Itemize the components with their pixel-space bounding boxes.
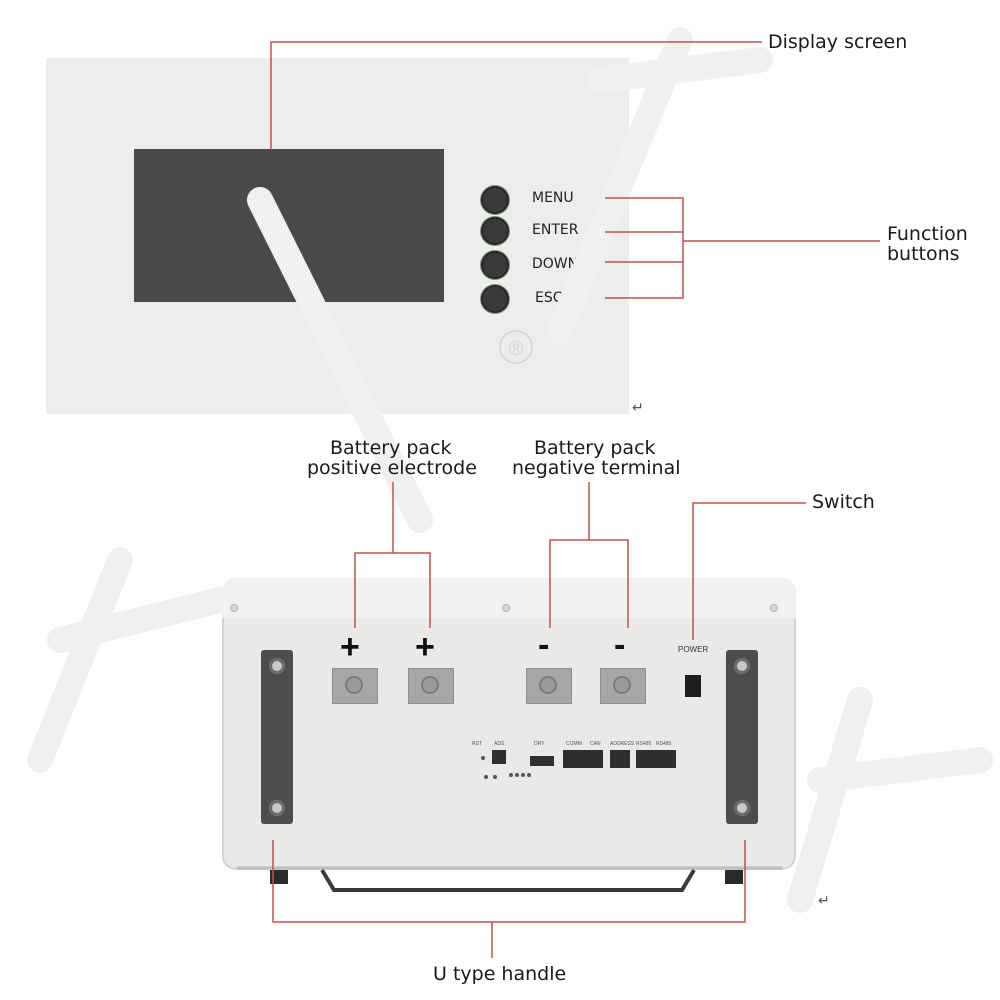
registered-mark-icon: ® [499, 330, 533, 364]
down-button[interactable] [481, 251, 509, 279]
esc-button[interactable] [481, 285, 509, 313]
negative-terminal-callout-line1: Battery pack [534, 437, 656, 459]
negative-terminal-2[interactable] [600, 668, 646, 704]
positive-sign-1: + [340, 628, 360, 666]
port-label: DRY [534, 741, 545, 747]
screw-icon [230, 604, 238, 612]
positive-sign-2: + [415, 628, 435, 666]
rs485-port[interactable] [636, 750, 676, 768]
handle-hole-icon [734, 800, 750, 816]
menu-button[interactable] [481, 186, 509, 214]
down-button-label: DOWN [532, 256, 579, 272]
right-handle[interactable] [726, 650, 758, 824]
u-handle-callout: U type handle [433, 963, 567, 985]
negative-terminal-callout-line2: negative terminal [512, 457, 681, 479]
enter-button-label: ENTER [532, 222, 579, 238]
power-switch[interactable] [685, 675, 701, 697]
positive-electrode-callout-line2: positive electrode [307, 457, 477, 479]
left-handle[interactable] [261, 650, 293, 824]
esc-button-label: ESC [535, 290, 563, 306]
enter-button[interactable] [481, 217, 509, 245]
switch-callout: Switch [812, 491, 875, 513]
power-label: POWER [678, 645, 709, 654]
comm-can-port[interactable] [563, 750, 603, 768]
screw-icon [502, 604, 510, 612]
positive-electrode-callout-line1: Battery pack [330, 437, 452, 459]
return-arrow-icon: ↵ [818, 892, 830, 908]
display-screen-callout: Display screen [768, 31, 908, 53]
negative-sign-1: - [538, 626, 550, 664]
handle-hole-icon [734, 658, 750, 674]
function-buttons-callout-line1: Function [887, 223, 968, 245]
port-label: ADS [494, 741, 505, 747]
indicator-led-icon [493, 775, 497, 779]
port-label: RST [472, 741, 482, 747]
negative-sign-2: - [614, 626, 626, 664]
function-buttons-callout-line2: buttons [887, 243, 960, 265]
indicator-led-icon [521, 773, 525, 777]
handle-hole-icon [269, 658, 285, 674]
address-port[interactable] [610, 750, 630, 768]
indicator-led-icon [515, 773, 519, 777]
dry-contact-port[interactable] [530, 756, 554, 766]
positive-terminal-2[interactable] [408, 668, 454, 704]
positive-terminal-1[interactable] [332, 668, 378, 704]
return-arrow-icon: ↵ [632, 399, 644, 415]
dip-switch-port[interactable] [492, 750, 506, 764]
indicator-led-icon [481, 756, 485, 760]
port-label: ADDRESS [610, 741, 635, 747]
port-label: CAN [590, 741, 601, 747]
port-label: RS485 [656, 741, 672, 747]
port-label: COMM [566, 741, 582, 747]
indicator-led-icon [484, 775, 488, 779]
handle-hole-icon [269, 800, 285, 816]
indicator-led-icon [527, 773, 531, 777]
negative-terminal-1[interactable] [526, 668, 572, 704]
port-label: RS485 [636, 741, 652, 747]
indicator-led-icon [509, 773, 513, 777]
menu-button-label: MENU [532, 190, 574, 206]
